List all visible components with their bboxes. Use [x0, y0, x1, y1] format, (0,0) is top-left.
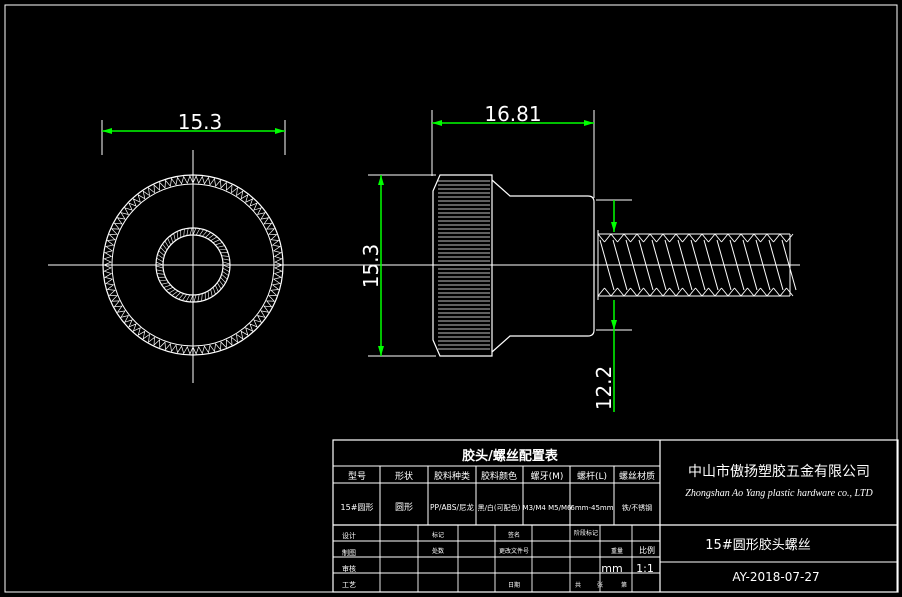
cell-length: 6mm-45mm: [570, 504, 613, 512]
mid-labels: 标记 处数 更改文件号 签名 日期 阶段标记 重量 共 张 第: [432, 529, 627, 589]
title-block-grid: [333, 466, 660, 592]
cell-thread: M3/M4 M5/M6: [523, 504, 572, 512]
label-review: 审核: [342, 564, 356, 573]
label-number: 第: [621, 581, 627, 589]
label-weight: 重量: [611, 547, 623, 555]
label-sheet: 张: [597, 581, 603, 589]
title-block: 胶头/螺丝配置表 型号 形状 胶料种类 胶料颜色 螺牙(M) 螺杆(L) 螺丝材…: [332, 439, 899, 593]
screw-thread: [597, 230, 797, 300]
table-header-screw-material: 螺丝材质: [619, 470, 655, 482]
label-drafter: 制图: [342, 548, 356, 557]
table-header-material: 胶料种类: [434, 470, 470, 482]
dimension-d2-label: 16.81: [484, 102, 541, 126]
dimension-d1: 15.3: [101, 110, 286, 155]
label-design: 设计: [342, 531, 356, 540]
inner-hatch: [155, 227, 231, 303]
dimension-d4-label: 12.2: [592, 366, 616, 411]
part-name: 15#圆形胶头螺丝: [705, 537, 810, 553]
table-header-color: 胶料颜色: [481, 470, 517, 482]
cell-screw-material: 铁/不锈钢: [622, 503, 652, 512]
unit-text: mm: [601, 562, 622, 575]
dimension-d3: 15.3: [359, 174, 436, 357]
label-count: 处数: [432, 547, 444, 555]
dimension-d4: 12.2: [592, 199, 632, 412]
knurl-ring: [103, 175, 283, 355]
dimension-d1-label: 15.3: [178, 110, 223, 134]
cell-material: PP/ABS/尼龙: [430, 502, 475, 512]
label-sign: 签名: [508, 531, 520, 539]
cell-model: 15#圆形: [341, 503, 374, 512]
front-view: [48, 150, 345, 383]
label-change-doc: 更改文件号: [499, 547, 529, 555]
cell-color: 黑/白(可配色): [478, 503, 521, 512]
drawing-date: AY-2018-07-27: [732, 570, 819, 584]
table-headers: 型号 形状 胶料种类 胶料颜色 螺牙(M) 螺杆(L) 螺丝材质: [348, 470, 655, 482]
company-name-cn: 中山市傲扬塑胶五金有限公司: [688, 463, 870, 480]
scale-value: 1:1: [636, 562, 654, 575]
table-title: 胶头/螺丝配置表: [462, 448, 559, 464]
company-name-en: Zhongshan Ao Yang plastic hardware co., …: [685, 488, 873, 499]
side-view: [345, 174, 800, 357]
table-row: 15#圆形 圆形 PP/ABS/尼龙 黑/白(可配色) M3/M4 M5/M6 …: [341, 501, 653, 513]
table-header-shape: 形状: [395, 470, 413, 482]
dimension-d2: 16.81: [431, 102, 595, 198]
label-stage: 阶段标记: [574, 529, 598, 537]
label-total: 共: [575, 581, 581, 589]
label-process: 工艺: [342, 581, 356, 589]
label-date: 日期: [508, 581, 520, 589]
head-knurl-lines: [438, 180, 490, 350]
dimension-d3-label: 15.3: [359, 244, 383, 289]
left-labels: 设计 制图 审核 工艺: [342, 531, 356, 589]
table-header-model: 型号: [348, 471, 366, 482]
table-header-length: 螺杆(L): [577, 470, 607, 482]
cell-shape: 圆形: [395, 501, 413, 513]
table-header-thread: 螺牙(M): [531, 471, 564, 482]
label-mark: 标记: [432, 531, 444, 539]
scale-label: 比例: [639, 545, 655, 555]
